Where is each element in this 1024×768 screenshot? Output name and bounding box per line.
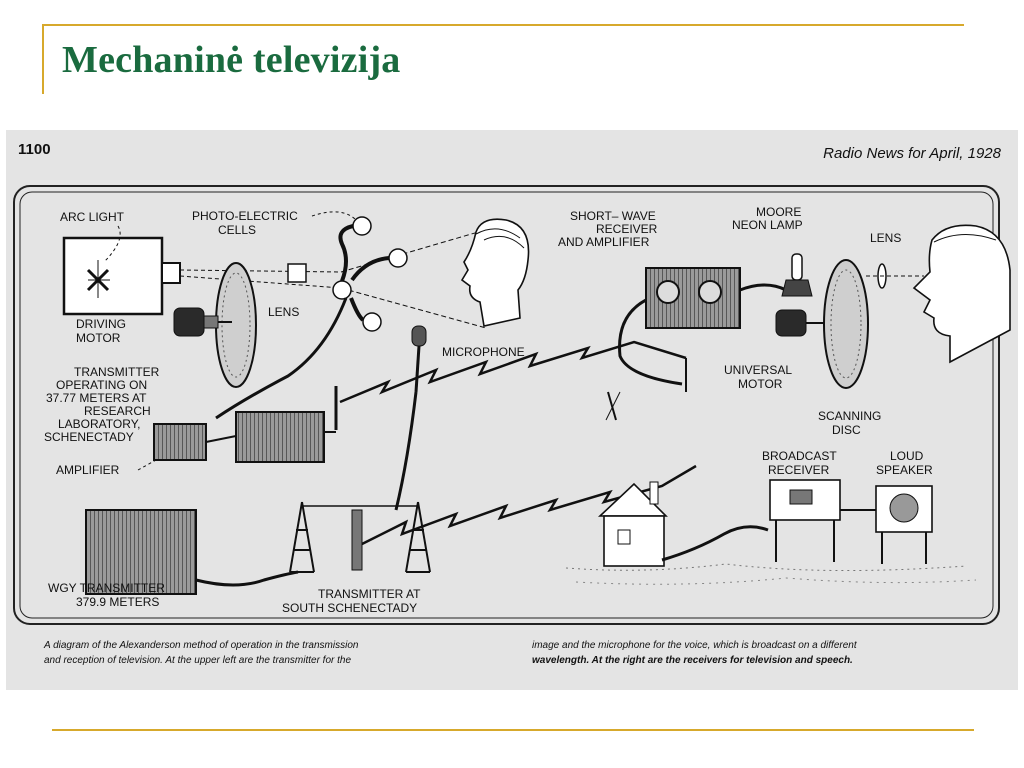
label-transmitter-6: SCHENECTADY	[44, 430, 134, 444]
arc-light	[62, 236, 181, 316]
driving-motor	[173, 307, 232, 337]
outer-frame	[13, 185, 1000, 625]
subject-face-transmitter	[460, 218, 530, 327]
lens-transmitter	[287, 263, 307, 283]
universal-motor	[775, 309, 824, 337]
inner-frame	[19, 191, 994, 619]
label-neon-1: MOORE	[756, 205, 801, 219]
label-wgy-2: 379.9 METERS	[76, 595, 159, 609]
label-transmitter-1: TRANSMITTER	[74, 365, 160, 379]
scanning-disc-receiver	[823, 259, 869, 389]
label-photo-cells-2: CELLS	[218, 223, 256, 237]
scanning-disc-transmitter	[215, 262, 257, 388]
top-rule	[42, 24, 964, 26]
broadcast-receiver	[769, 479, 841, 562]
wgy-transmitter	[85, 509, 197, 595]
label-transmitter-5: LABORATORY,	[58, 417, 140, 431]
label-broadcast-1: BROADCAST	[762, 449, 837, 463]
label-speaker-1: LOUD	[890, 449, 924, 463]
label-transmitter-3: 37.77 METERS AT	[46, 391, 147, 405]
microphone	[411, 325, 427, 393]
label-shortwave-3: AND AMPLIFIER	[558, 235, 650, 249]
label-speaker-2: SPEAKER	[876, 463, 933, 477]
label-lens-right: LENS	[870, 231, 901, 245]
label-amplifier: AMPLIFIER	[56, 463, 120, 477]
photo-electric-cells	[332, 216, 408, 332]
label-photo-cells-1: PHOTO-ELECTRIC	[192, 209, 298, 223]
label-wgy-1: WGY TRANSMITTER	[48, 581, 165, 595]
label-driving-motor-1: DRIVING	[76, 317, 126, 331]
label-universal-motor-1: UNIVERSAL	[724, 363, 792, 377]
label-driving-motor-2: MOTOR	[76, 331, 121, 345]
label-universal-motor-2: MOTOR	[738, 377, 783, 391]
label-south-1: TRANSMITTER AT	[318, 587, 421, 601]
label-microphone: MICROPHONE	[442, 345, 525, 359]
label-transmitter-4: RESEARCH	[84, 404, 151, 418]
lab-transmitter	[235, 411, 325, 463]
bottom-rule	[52, 729, 974, 731]
slide-title: Mechaninė televizija	[62, 39, 401, 81]
label-shortwave-2: RECEIVER	[596, 222, 658, 236]
label-scanning-disc-2: DISC	[832, 423, 861, 437]
transmitter-towers	[289, 501, 431, 573]
caption-left-line-2: and reception of television. At the uppe…	[44, 655, 351, 666]
caption-right-line-2: wavelength. At the right are the receive…	[532, 655, 853, 666]
label-south-2: SOUTH SCHENECTADY	[282, 601, 417, 615]
caption-left-line-1: A diagram of the Alexanderson method of …	[43, 640, 359, 651]
neon-lamp	[781, 253, 813, 297]
page-number: 1100	[18, 141, 51, 158]
label-neon-2: NEON LAMP	[732, 218, 803, 232]
left-rule	[42, 24, 44, 94]
label-shortwave-1: SHORT– WAVE	[570, 209, 656, 223]
television-diagram-scan: 1100 Radio News for April, 1928 ARC LIGH…	[6, 130, 1018, 690]
viewer-face-receiver	[912, 224, 1011, 364]
page-header: Radio News for April, 1928	[823, 145, 1002, 162]
house	[597, 481, 668, 567]
label-scanning-disc-1: SCANNING	[818, 409, 881, 423]
caption-right-line-1: image and the microphone for the voice, …	[532, 640, 858, 651]
label-broadcast-2: RECEIVER	[768, 463, 830, 477]
label-lens-left: LENS	[268, 305, 299, 319]
amplifier	[153, 423, 207, 461]
label-arc-light: ARC LIGHT	[60, 210, 125, 224]
label-transmitter-2: OPERATING ON	[56, 378, 147, 392]
loud-speaker	[875, 485, 933, 564]
